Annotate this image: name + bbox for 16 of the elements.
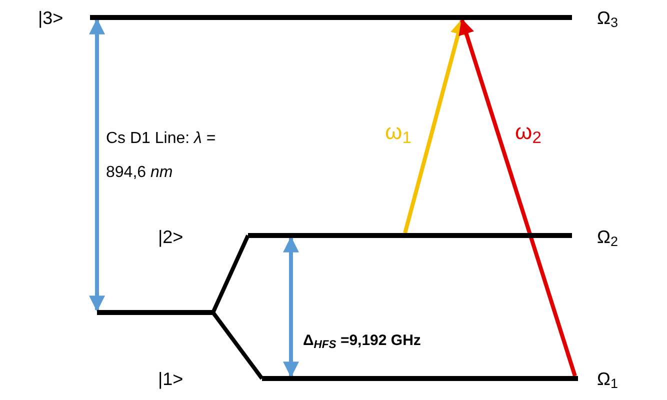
level-label: Ω$_{2}$ <box>597 226 618 251</box>
arrow <box>403 18 466 234</box>
edge-label: ω$_{2}$ <box>515 118 542 148</box>
level-label: Ω$_{1}$ <box>597 368 618 393</box>
state-label: |1> <box>158 368 184 391</box>
level-label: |3> <box>38 7 64 30</box>
arrow <box>458 18 577 377</box>
arrow <box>283 236 299 378</box>
connector-line <box>211 234 250 314</box>
arrow <box>89 18 105 312</box>
edge-label: Cs D1 Line: λ = 894,6 nm <box>106 129 217 183</box>
edge-label: Δ$_{HFS}$ =9,192 GHz <box>303 331 422 352</box>
state-label: |2> <box>158 226 184 249</box>
level-label: Ω$_{3}$ <box>597 7 618 32</box>
connector-line <box>211 311 264 380</box>
edge-label: ω$_{1}$ <box>385 118 412 148</box>
